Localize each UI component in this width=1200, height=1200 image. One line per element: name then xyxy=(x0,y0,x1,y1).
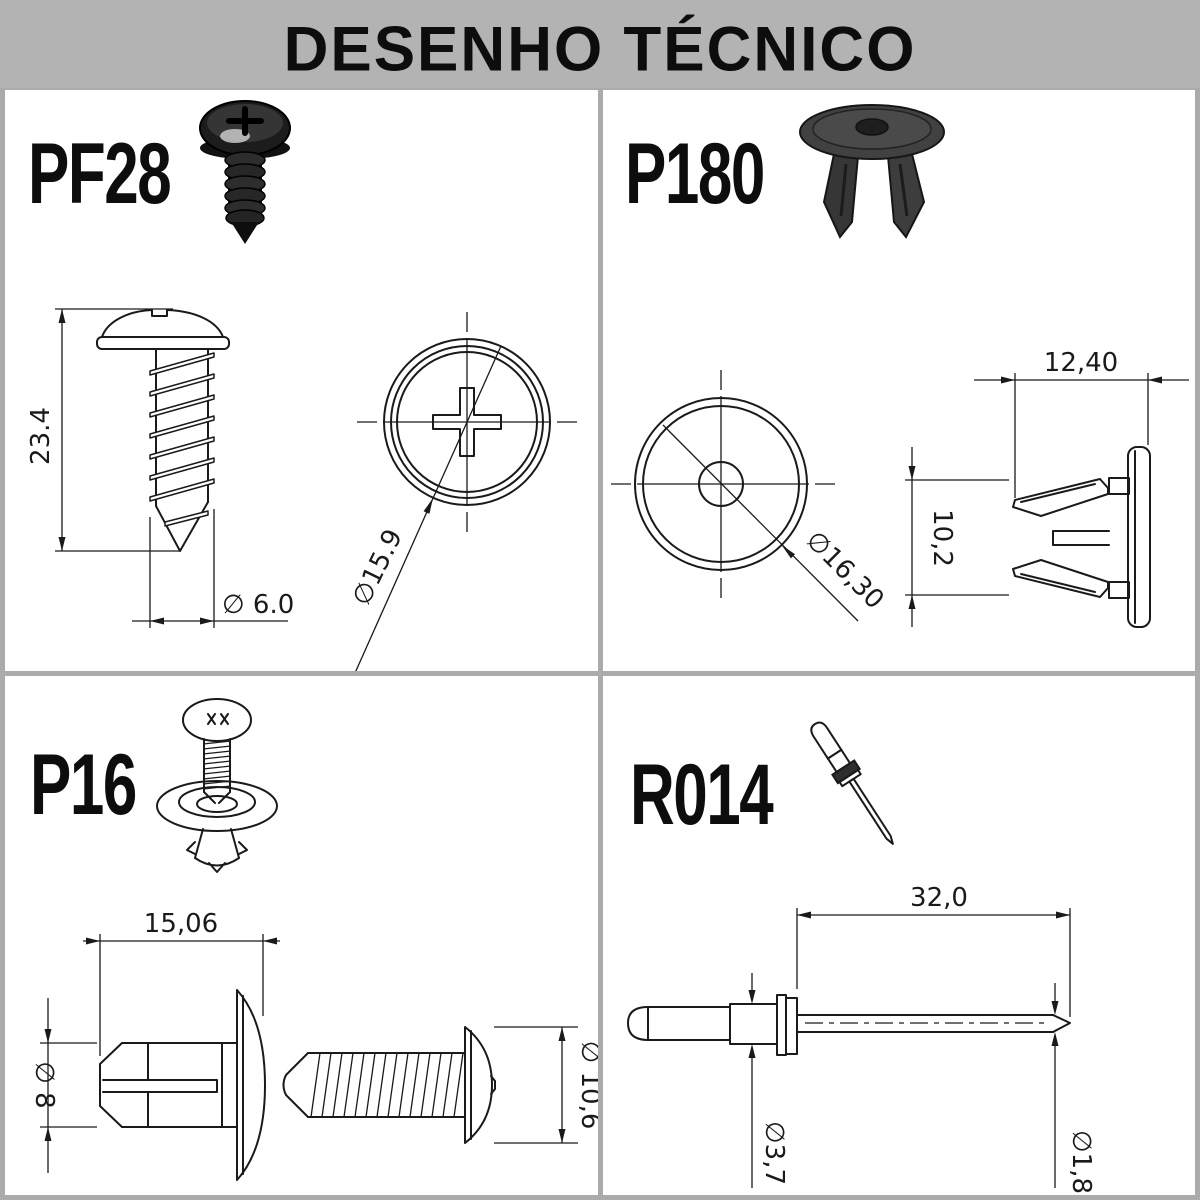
p16-dim-body-dia-text: ∅ 8 xyxy=(29,1061,59,1108)
p180-dim-height: 10,2 xyxy=(905,447,1009,627)
r014-drawing: 32,0 ∅3,7 ∅1,8 xyxy=(627,721,1096,1194)
p180-dim-head-dia-text: ∅16,30 xyxy=(800,525,890,615)
p180-dim-height-text: 10,2 xyxy=(927,509,957,567)
pf28-photo-screw xyxy=(199,100,291,244)
pf28-drawing: 23.4 ∅ 6.0 xyxy=(26,100,577,671)
r014-side-view xyxy=(627,994,1071,1056)
r014-illustration xyxy=(810,721,894,845)
p16-drawing: 15,06 ∅ 8 xyxy=(29,698,598,1181)
pf28-dim-length-text: 23.4 xyxy=(26,407,56,465)
pf28-dim-length: 23.4 xyxy=(26,308,181,552)
pf28-side-view xyxy=(96,309,230,552)
p16-illustration xyxy=(156,698,278,873)
p16-dim-head-dia-text: ∅ 10,6 xyxy=(575,1041,598,1130)
p16-dim-body-dia: ∅ 8 xyxy=(29,998,97,1173)
p180-drawing: ∅16,30 12,40 xyxy=(611,104,1189,628)
r014-dim-length: 32,0 xyxy=(796,883,1071,1017)
p16-screw-view xyxy=(282,1026,496,1144)
quadrant-r014: R014 xyxy=(603,676,1195,1195)
part-label-p180: P180 xyxy=(625,126,765,222)
r014-dim-length-text: 32,0 xyxy=(910,883,968,913)
part-label-p16: P16 xyxy=(30,737,137,833)
p180-photo-clip xyxy=(799,104,945,239)
r014-dim-mandrel-dia-text: ∅1,8 xyxy=(1066,1130,1096,1194)
p16-dim-length: 15,06 xyxy=(83,909,280,1056)
r014-dim-body-dia: ∅3,7 xyxy=(748,973,789,1188)
p16-dim-length-text: 15,06 xyxy=(144,909,218,939)
quadrant-pf28: PF28 xyxy=(5,90,598,671)
p180-top-view: ∅16,30 xyxy=(611,370,890,622)
quadrant-p16: P16 xyxy=(5,676,598,1195)
pf28-dim-thread-dia: ∅ 6.0 xyxy=(132,509,294,628)
pf28-dim-thread-dia-text: ∅ 6.0 xyxy=(222,590,294,620)
page-title: DESENHO TÉCNICO xyxy=(283,14,917,85)
title-band: DESENHO TÉCNICO xyxy=(0,0,1200,88)
pf28-dim-head-dia-text: ∅15.9 xyxy=(347,525,409,611)
part-label-pf28: PF28 xyxy=(28,126,172,222)
r014-dim-mandrel-dia: ∅1,8 xyxy=(1051,983,1096,1194)
pf28-top-view: ∅15.9 xyxy=(347,312,577,671)
p16-grommet-view xyxy=(99,989,266,1181)
part-label-r014: R014 xyxy=(630,747,774,843)
p180-dim-width: 12,40 xyxy=(974,348,1189,498)
p180-side-view xyxy=(1012,446,1151,628)
quadrant-p180: P180 xyxy=(603,90,1195,671)
r014-dim-body-dia-text: ∅3,7 xyxy=(759,1121,789,1185)
p180-dim-width-text: 12,40 xyxy=(1044,348,1118,378)
p16-dim-head-dia: ∅ 10,6 xyxy=(494,1026,598,1144)
